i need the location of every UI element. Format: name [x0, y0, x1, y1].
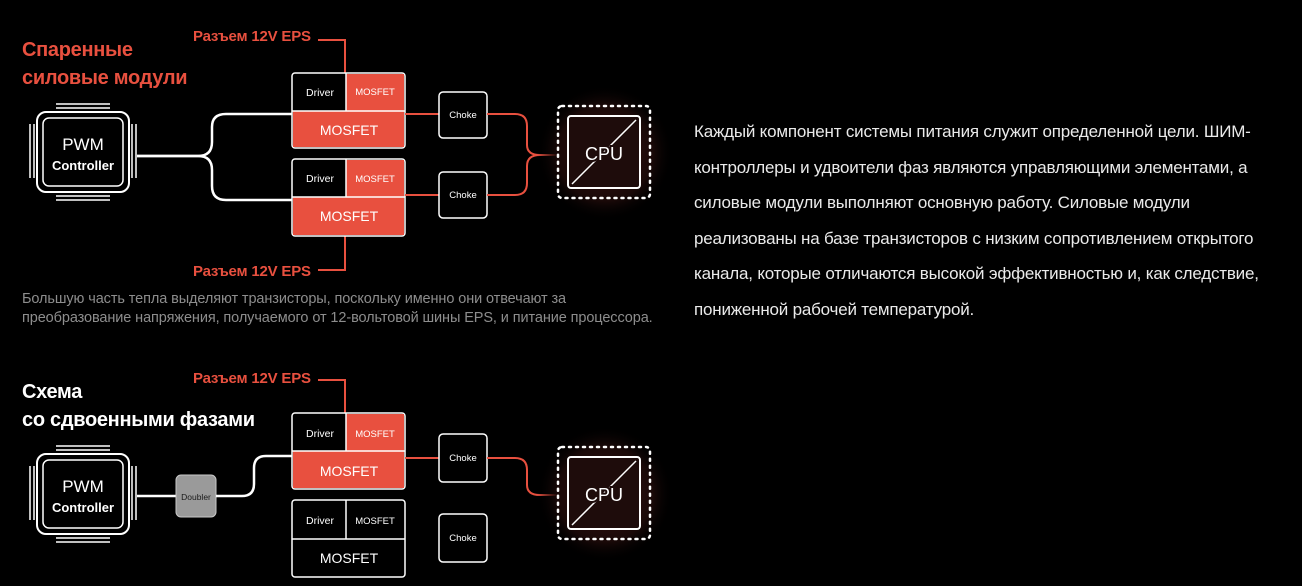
choke-1: Choke [438, 433, 488, 483]
mosfet-big-label: MOSFET [320, 122, 379, 138]
power-module-1: Driver MOSFET MOSFET [291, 412, 406, 490]
wire-choke-to-cpu [487, 457, 566, 496]
pwm-controller-chip: PWM Controller [29, 445, 137, 543]
mosfet-small-label: MOSFET [355, 516, 395, 527]
cpu-label: CPU [585, 485, 623, 505]
eps-line-doubled [318, 379, 346, 414]
eps-connector-label-bottom: Разъем 12V EPS [193, 263, 311, 280]
pwm-label-line1: PWM [62, 135, 104, 154]
choke-2: Choke [438, 513, 488, 563]
mosfet-big-label: MOSFET [320, 463, 379, 479]
wire-choke1-to-cpu [487, 113, 566, 156]
pwm-label-line2: Controller [52, 158, 114, 173]
doubler-label: Doubler [181, 492, 211, 502]
mosfet-small-label: MOSFET [355, 174, 395, 185]
pwm-label-line1: PWM [62, 477, 104, 496]
cpu-label: CPU [585, 144, 623, 164]
mosfet-big-label: MOSFET [320, 550, 379, 566]
choke-2: Choke [438, 171, 488, 219]
mosfet-small-label: MOSFET [355, 429, 395, 440]
diagram-caption: Большую часть тепла выделяют транзисторы… [22, 291, 653, 326]
phase-doubler: Doubler [175, 474, 217, 518]
top-scheme: PWM Controller Driver MOSFET MOSFET Driv… [29, 39, 673, 271]
cpu-chip: CPU [537, 85, 673, 221]
driver-label: Driver [306, 428, 335, 440]
top-scheme-title: Спаренные силовые модули [22, 39, 188, 89]
choke-1: Choke [438, 91, 488, 139]
power-module-2: Driver MOSFET MOSFET [291, 158, 406, 237]
wire-doubler-to-module1 [216, 454, 292, 498]
power-module-2: Driver MOSFET MOSFET [291, 499, 406, 578]
mosfet-small-label: MOSFET [355, 87, 395, 98]
eps-connector-label-top: Разъем 12V EPS [193, 28, 311, 45]
eps-line-top [318, 39, 346, 74]
description-text: Каждый компонент системы питания служит … [694, 122, 1259, 319]
eps-line-bottom [318, 236, 346, 271]
wire-pwm-to-module1 [137, 112, 292, 158]
power-module-1: Driver MOSFET MOSFET [291, 72, 406, 149]
driver-label: Driver [306, 173, 335, 185]
choke-label: Choke [449, 110, 476, 121]
pwm-label-line2: Controller [52, 500, 114, 515]
eps-connector-label-doubled: Разъем 12V EPS [193, 370, 311, 387]
choke-label: Choke [449, 533, 476, 544]
wire-pwm-to-module2 [137, 154, 292, 202]
cpu-chip: CPU [537, 426, 673, 562]
pwm-controller-chip: PWM Controller [29, 103, 137, 201]
choke-label: Choke [449, 453, 476, 464]
bottom-scheme: PWM Controller Doubler Driver MOSFET MOS… [29, 379, 673, 578]
driver-label: Driver [306, 515, 335, 527]
choke-label: Choke [449, 190, 476, 201]
driver-label: Driver [306, 87, 335, 99]
mosfet-big-label: MOSFET [320, 208, 379, 224]
wire-choke2-to-cpu [487, 154, 541, 196]
bottom-scheme-title: Схема со сдвоенными фазами [22, 381, 255, 431]
